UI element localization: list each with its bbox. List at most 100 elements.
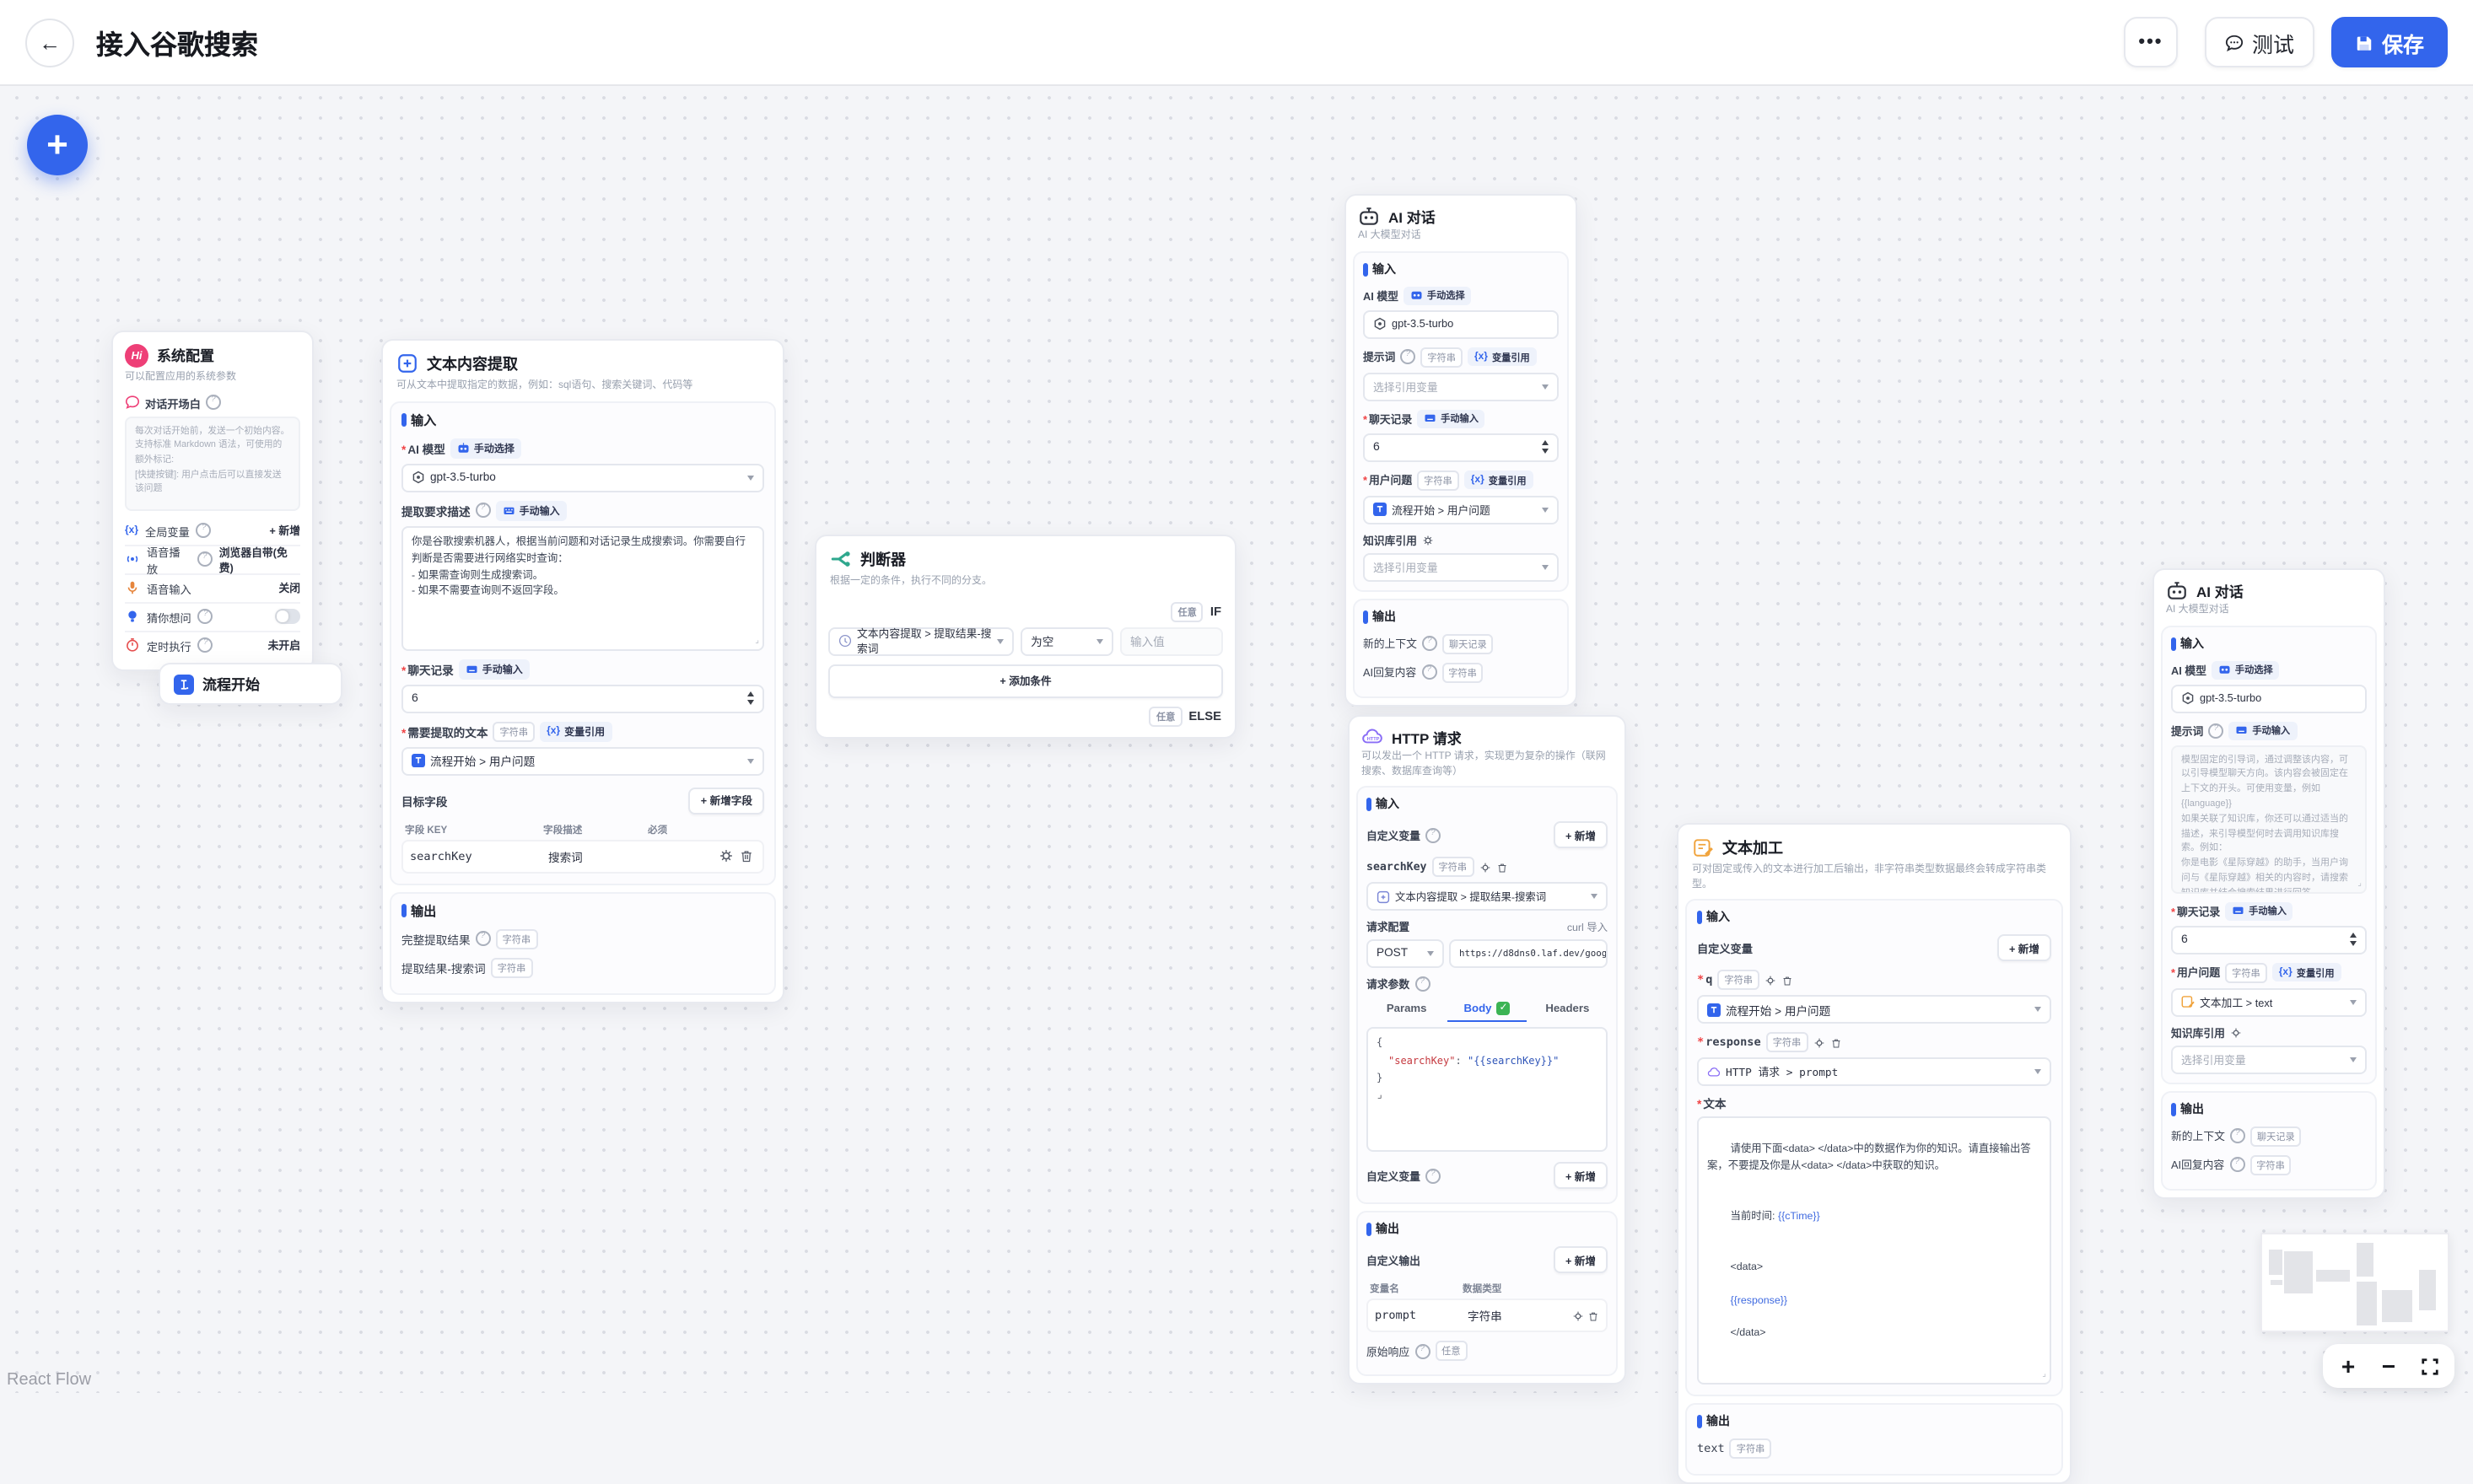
type-badge: 字符串 <box>1441 662 1484 683</box>
flow-canvas[interactable] <box>0 0 2473 1393</box>
curl-import-button[interactable]: curl 导入 <box>1566 922 1608 935</box>
question-select[interactable]: 流程开始 > 用户问题 <box>1363 495 1559 524</box>
add-variable-button[interactable]: + 新增 <box>1553 1162 1608 1190</box>
trash-icon[interactable] <box>1495 862 1507 874</box>
response-source-select[interactable]: HTTP 请求 > prompt <box>1697 1057 2051 1087</box>
var-ref-badge[interactable]: 变量引用 <box>1463 470 1533 490</box>
trash-icon[interactable] <box>1781 975 1793 987</box>
node-text-process[interactable]: 文本加工 可对固定或传入的文本进行加工后输出，非字符串类型数据最终会转成字符串类… <box>1677 823 2072 1484</box>
gear-icon[interactable] <box>1572 1310 1584 1322</box>
trash-icon[interactable] <box>1829 1037 1841 1049</box>
opener-textarea[interactable]: 每次对话开始前，发送一个初始内容。支持标准 Markdown 语法，可使用的额外… <box>125 416 300 511</box>
gear-icon[interactable] <box>1813 1037 1824 1049</box>
gear-icon[interactable] <box>719 848 734 863</box>
guess-question-toggle[interactable] <box>275 609 300 624</box>
manual-input-badge[interactable]: 手动输入 <box>2225 901 2293 921</box>
schedule-row[interactable]: 定时执行 未开启 <box>125 630 300 659</box>
prompt-textarea[interactable]: 模型固定的引导词，通过调整该内容，可以引导模型聊天方向。该内容会被固定在上下文的… <box>2171 745 2367 894</box>
model-value: gpt-3.5-turbo <box>2200 692 2262 705</box>
zoom-in-button[interactable]: + <box>2341 1352 2356 1379</box>
node-http-request[interactable]: HTTP HTTP 请求 可以发出一个 HTTP 请求，实现更为复杂的操作（联网… <box>1348 715 1626 1385</box>
trash-icon[interactable] <box>1587 1310 1599 1322</box>
tts-row[interactable]: 语音播放 浏览器自带(免费) <box>125 544 300 576</box>
help-icon <box>2208 723 2224 739</box>
condition-field-select[interactable]: 文本内容提取 > 提取结果-搜索词 <box>828 626 1015 656</box>
tab-headers[interactable]: Headers <box>1545 1003 1590 1016</box>
body-code-editor[interactable]: { "searchKey": "{{searchKey}}" } ⌟ <box>1366 1027 1608 1153</box>
node-flow-start[interactable]: 流程开始 <box>159 663 342 705</box>
node-ai-chat-2[interactable]: AI 对话 AI 大模型对话 输入 AI 模型 手动选择 gpt-3.5-tur… <box>2152 568 2385 1199</box>
fullscreen-button[interactable] <box>2414 1351 2444 1381</box>
manual-select-badge[interactable]: 手动选择 <box>2211 660 2280 680</box>
gear-icon[interactable] <box>1422 534 1434 546</box>
var-ref-badge[interactable]: 变量引用 <box>2271 963 2341 982</box>
tab-params[interactable]: Params <box>1386 1003 1427 1016</box>
node-system-config[interactable]: Hi 系统配置 可以配置应用的系统参数 对话开场白 每次对话开始前，发送一个初始… <box>111 331 314 671</box>
guess-question-row[interactable]: 猜你想问 <box>125 601 300 630</box>
text-template-textarea[interactable]: 请使用下面<data> </data>中的数据作为你的知识。请直接输出答案，不要… <box>1697 1116 2051 1385</box>
history-rounds-input[interactable]: 6 <box>1363 433 1559 462</box>
var-source-select[interactable]: 文本内容提取 > 提取结果-搜索词 <box>1366 882 1608 911</box>
help-icon <box>2229 1157 2245 1173</box>
test-button[interactable]: 测试 <box>2204 17 2314 67</box>
url-input[interactable]: https://d8dns0.laf.dev/google_search <box>1449 939 1608 969</box>
add-field-button[interactable]: + 新增字段 <box>688 787 764 815</box>
add-output-button[interactable]: + 新增 <box>1553 1246 1608 1274</box>
any-badge[interactable]: 任意 <box>1171 601 1204 622</box>
gear-icon[interactable] <box>1479 862 1490 874</box>
save-button[interactable]: 保存 <box>2330 17 2448 67</box>
q-source-select[interactable]: 流程开始 > 用户问题 <box>1697 995 2051 1024</box>
chevron-down-icon <box>747 758 754 764</box>
kb-select[interactable]: 选择引用变量 <box>2171 1045 2367 1074</box>
stepper[interactable] <box>747 691 754 705</box>
question-select[interactable]: 文本加工 > text <box>2171 987 2367 1017</box>
add-variable-button[interactable]: + 新增 <box>1996 934 2051 962</box>
model-select[interactable]: gpt-3.5-turbo <box>2171 684 2367 713</box>
stepper[interactable] <box>1542 440 1549 454</box>
node-ai-chat[interactable]: AI 对话 AI 大模型对话 输入 AI 模型 手动选择 gpt-3.5-tur… <box>1344 194 1577 707</box>
prompt-select[interactable]: 选择引用变量 <box>1363 372 1559 401</box>
node-text-extract[interactable]: 文本内容提取 可从文本中提取指定的数据，例如：sql语句、搜索关键词、代码等 输… <box>381 339 784 1003</box>
desc-textarea[interactable]: 你是谷歌搜索机器人，根据当前问题和对话记录生成搜索词。你需要自行判断是否需要进行… <box>401 525 764 651</box>
kb-select[interactable]: 选择引用变量 <box>1363 552 1559 582</box>
speech-input-row[interactable]: 语音输入 关闭 <box>125 573 300 601</box>
var-ref-badge[interactable]: 变量引用 <box>1467 347 1537 367</box>
question-value: 文本加工 > text <box>2200 997 2273 1010</box>
add-node-button[interactable]: + <box>27 115 88 175</box>
manual-input-badge[interactable]: 手动输入 <box>1417 409 1485 428</box>
node-classifier[interactable]: 判断器 根据一定的条件，执行不同的分支。 任意 IF 文本内容提取 > 提取结果… <box>815 535 1236 739</box>
global-variables-row[interactable]: 全局变量 + 新增 <box>125 517 300 544</box>
stepper[interactable] <box>2350 933 2357 946</box>
add-variable-button[interactable]: + 新增 <box>269 526 300 539</box>
gear-icon[interactable] <box>2230 1026 2242 1038</box>
var-ref-badge[interactable]: 变量引用 <box>540 721 612 742</box>
manual-select-badge[interactable]: 手动选择 <box>450 438 521 459</box>
question-value: 流程开始 > 用户问题 <box>1392 505 1490 518</box>
condition-value-input[interactable]: 输入值 <box>1119 626 1223 656</box>
node-subtitle: 可以发出一个 HTTP 请求，实现更为复杂的操作（联网搜索、数据库查询等） <box>1361 752 1606 777</box>
manual-select-badge[interactable]: 手动选择 <box>1403 286 1472 305</box>
more-button[interactable]: ••• <box>2123 17 2178 67</box>
add-variable-button[interactable]: + 新增 <box>1553 821 1608 849</box>
method-select[interactable]: POST <box>1366 939 1444 969</box>
history-rounds-input[interactable]: 6 <box>2171 925 2367 954</box>
history-rounds-input[interactable]: 6 <box>401 684 764 713</box>
extract-icon <box>396 352 418 374</box>
zoom-out-button[interactable]: − <box>2381 1352 2396 1379</box>
gear-icon[interactable] <box>1765 975 1776 987</box>
trash-icon[interactable] <box>739 848 754 863</box>
model-select[interactable]: gpt-3.5-turbo <box>401 463 764 492</box>
condition-op-select[interactable]: 为空 <box>1021 626 1113 656</box>
help-icon <box>197 551 213 567</box>
manual-input-badge[interactable]: 手动输入 <box>495 500 567 521</box>
add-condition-button[interactable]: + 添加条件 <box>828 664 1223 698</box>
model-select[interactable]: gpt-3.5-turbo <box>1363 309 1559 339</box>
minimap[interactable] <box>2260 1233 2449 1332</box>
back-button[interactable]: ← <box>25 18 74 67</box>
any-badge[interactable]: 任意 <box>1149 706 1183 727</box>
type-badge: 字符串 <box>1417 470 1459 491</box>
manual-input-badge[interactable]: 手动输入 <box>2228 721 2298 740</box>
tab-body[interactable]: Body✓ <box>1447 997 1527 1023</box>
manual-input-badge[interactable]: 手动输入 <box>458 659 530 680</box>
source-select[interactable]: 流程开始 > 用户问题 <box>401 746 764 776</box>
